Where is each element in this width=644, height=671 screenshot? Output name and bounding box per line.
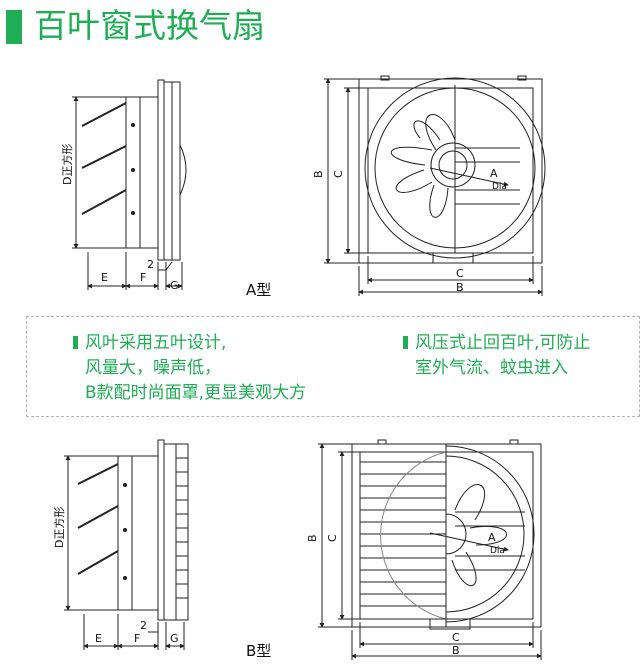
feature-left-line-1: 风叶采用五叶设计,	[73, 331, 306, 356]
page-title: 百叶窗式换气扇	[34, 6, 265, 45]
dim-g-a: G	[170, 279, 179, 292]
feature-box: 风叶采用五叶设计, 风量大，噪声低， B款配时尚面罩,更显美观大方 风压式止回百…	[26, 316, 640, 417]
dim-f-a: F	[140, 271, 146, 284]
dim-2-a: 2	[147, 258, 154, 271]
dim-dia-a: Dia	[492, 182, 507, 192]
dim-b-vert-a: B	[312, 170, 325, 178]
dim-c-vert-a: C	[332, 170, 345, 178]
dim-b-horiz-a: B	[456, 281, 464, 294]
dim-g-b: G	[170, 632, 179, 645]
side-view-b	[64, 439, 189, 650]
dim-a-a: A	[490, 167, 498, 180]
dim-f-b: F	[134, 632, 140, 645]
dim-d-a: D正方形	[60, 144, 74, 185]
dim-e-a: E	[101, 271, 108, 284]
feature-list-right: 风压式止回百叶,可防止 室外气流、蚊虫进入	[403, 331, 590, 381]
feature-list-left: 风叶采用五叶设计, 风量大，噪声低， B款配时尚面罩,更显美观大方	[73, 331, 306, 406]
dim-c-horiz-b: C	[452, 631, 460, 644]
dim-c-horiz-a: C	[456, 267, 464, 280]
side-view-a	[72, 79, 187, 290]
dim-dia-b: Dia	[490, 546, 505, 556]
dim-2-b: 2	[140, 619, 147, 632]
bullet-icon	[403, 336, 408, 349]
front-view-a	[324, 75, 546, 296]
dim-e-b: E	[95, 632, 102, 645]
dim-b-horiz-b: B	[452, 644, 460, 657]
feature-right-line-1: 风压式止回百叶,可防止	[403, 331, 590, 356]
feature-left-line-2: 风量大，噪声低，	[85, 358, 221, 378]
bullet-icon	[73, 336, 78, 349]
title-accent-bar	[6, 10, 22, 44]
type-label-b: B型	[246, 642, 272, 660]
dim-b-vert-b: B	[306, 534, 319, 542]
feature-right-line-2: 室外气流、蚊虫进入	[415, 358, 568, 378]
dim-d-b: D正方形	[52, 507, 66, 548]
feature-left-line-3: B款配时尚面罩,更显美观大方	[85, 383, 307, 403]
front-view-b	[318, 439, 542, 660]
dim-c-vert-b: C	[326, 534, 339, 542]
dim-a-b: A	[488, 531, 496, 544]
type-label-a: A型	[246, 281, 272, 299]
